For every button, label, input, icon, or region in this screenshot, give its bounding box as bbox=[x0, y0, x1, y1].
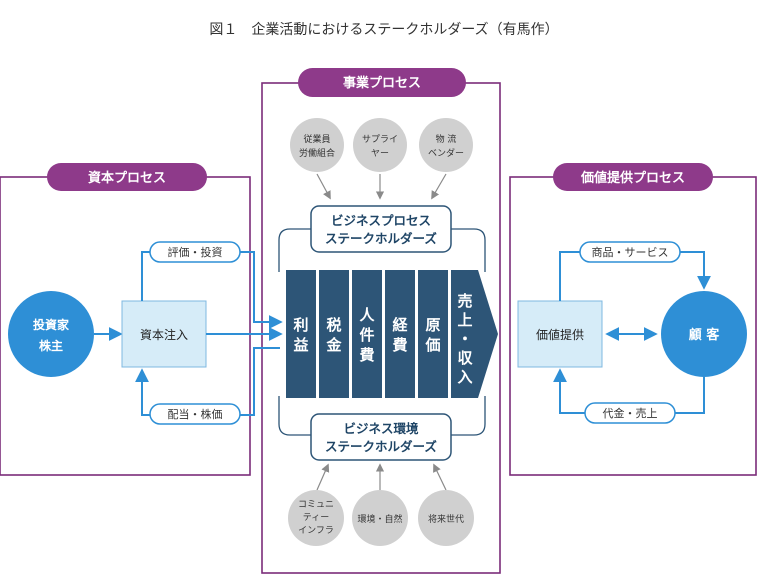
tax-char-2: 金 bbox=[325, 336, 342, 354]
capital-process-label: 資本プロセス bbox=[88, 170, 166, 186]
env-stakeholders-label-2: ステークホルダーズ bbox=[325, 439, 437, 454]
future-generation-circle: 将来世代 bbox=[418, 490, 474, 546]
customer-label: 顧 客 bbox=[689, 327, 721, 343]
expense-char-2: 費 bbox=[392, 336, 407, 354]
revenue-arrow bbox=[451, 270, 498, 398]
goods-pill: 商品・サービス bbox=[579, 241, 681, 263]
capital-process-tab: 資本プロセス bbox=[47, 163, 207, 191]
profit-column bbox=[286, 270, 316, 398]
tax-char-1: 税 bbox=[326, 316, 341, 334]
evaluation-arrow bbox=[141, 251, 283, 329]
labor-column bbox=[352, 270, 382, 398]
value-provision-label: 価値提供 bbox=[536, 327, 584, 342]
dividend-arrow bbox=[135, 347, 280, 416]
env-stakeholders-box: ビジネス環境 ステークホルダーズ bbox=[310, 413, 452, 461]
employee-arrow bbox=[316, 173, 331, 200]
revenue-char-3: ・ bbox=[457, 330, 472, 348]
supplier-label-2: ヤー bbox=[371, 149, 389, 159]
cost-char-1: 原 bbox=[425, 316, 440, 334]
cost-column bbox=[418, 270, 448, 398]
employee-label-1: 従業員 bbox=[303, 133, 330, 145]
employee-label-2: 労働組合 bbox=[299, 147, 335, 159]
investor-label: 投資家 bbox=[33, 317, 70, 332]
supplier-label-1: サプライ bbox=[362, 134, 398, 145]
revenue-char-1: 売 bbox=[457, 292, 472, 310]
labor-char-1: 人 bbox=[359, 306, 375, 324]
value-process-label: 価値提供プロセス bbox=[580, 170, 685, 186]
revenue-char-5: 入 bbox=[457, 368, 472, 386]
payment-label: 代金・売上 bbox=[603, 406, 658, 420]
logistics-arrow bbox=[431, 173, 447, 200]
business-process-tab: 事業プロセス bbox=[298, 68, 466, 97]
revenue-char-2: 上 bbox=[457, 311, 472, 329]
process-stakeholders-box: ビジネスプロセス ステークホルダーズ bbox=[310, 205, 452, 253]
profit-char-2: 益 bbox=[293, 336, 308, 354]
figure-title: 図１ 企業活動におけるステークホルダーズ（有馬作） bbox=[209, 21, 558, 38]
community-label-2: ティー bbox=[303, 512, 329, 523]
value-process-tab: 価値提供プロセス bbox=[553, 163, 713, 191]
shareholder-label: 株主 bbox=[39, 338, 63, 353]
goods-label: 商品・サービス bbox=[592, 245, 669, 259]
dividend-label: 配当・株価 bbox=[168, 407, 223, 421]
cost-structure-block bbox=[286, 270, 498, 398]
cost-char-2: 価 bbox=[424, 336, 440, 354]
dividend-pill: 配当・株価 bbox=[149, 403, 241, 425]
value-provision-box: 価値提供 bbox=[517, 300, 603, 368]
supplier-circle: サプライ ヤー bbox=[353, 118, 407, 172]
env-stakeholders-label-1: ビジネス環境 bbox=[343, 421, 419, 436]
community-label-1: コミュニ bbox=[298, 500, 334, 510]
future-generation-label: 将来世代 bbox=[428, 513, 464, 525]
business-process-label: 事業プロセス bbox=[343, 75, 421, 91]
investor-circle: 投資家 株主 bbox=[8, 291, 94, 377]
environment-label: 環境・自然 bbox=[357, 513, 402, 525]
expense-column bbox=[385, 270, 415, 398]
capital-injection-label: 資本注入 bbox=[140, 327, 188, 342]
environment-circle: 環境・自然 bbox=[352, 490, 408, 546]
process-stakeholders-label-1: ビジネスプロセス bbox=[331, 213, 431, 228]
labor-char-3: 費 bbox=[359, 346, 374, 364]
logistics-circle: 物 流 ベンダー bbox=[419, 118, 473, 172]
payment-pill: 代金・売上 bbox=[584, 402, 676, 424]
evaluation-label: 評価・投資 bbox=[168, 245, 223, 259]
capital-injection-box: 資本注入 bbox=[121, 300, 207, 368]
process-stakeholders-label-2: ステークホルダーズ bbox=[325, 231, 437, 246]
revenue-char-4: 収 bbox=[457, 349, 473, 367]
evaluation-pill: 評価・投資 bbox=[149, 241, 241, 263]
customer-circle: 顧 客 bbox=[661, 291, 747, 377]
tax-column bbox=[319, 270, 349, 398]
future-generation-arrow bbox=[433, 463, 447, 491]
community-arrow bbox=[316, 463, 330, 491]
community-label-3: インフラ bbox=[298, 525, 334, 536]
profit-char-1: 利 bbox=[293, 316, 308, 334]
employee-circle: 従業員 労働組合 bbox=[290, 118, 344, 172]
logistics-label-1: 物 流 bbox=[436, 133, 457, 145]
logistics-label-2: ベンダー bbox=[428, 147, 464, 159]
community-circle: コミュニ ティー インフラ bbox=[288, 490, 344, 546]
labor-char-2: 件 bbox=[359, 326, 374, 344]
expense-char-1: 経 bbox=[392, 316, 408, 334]
